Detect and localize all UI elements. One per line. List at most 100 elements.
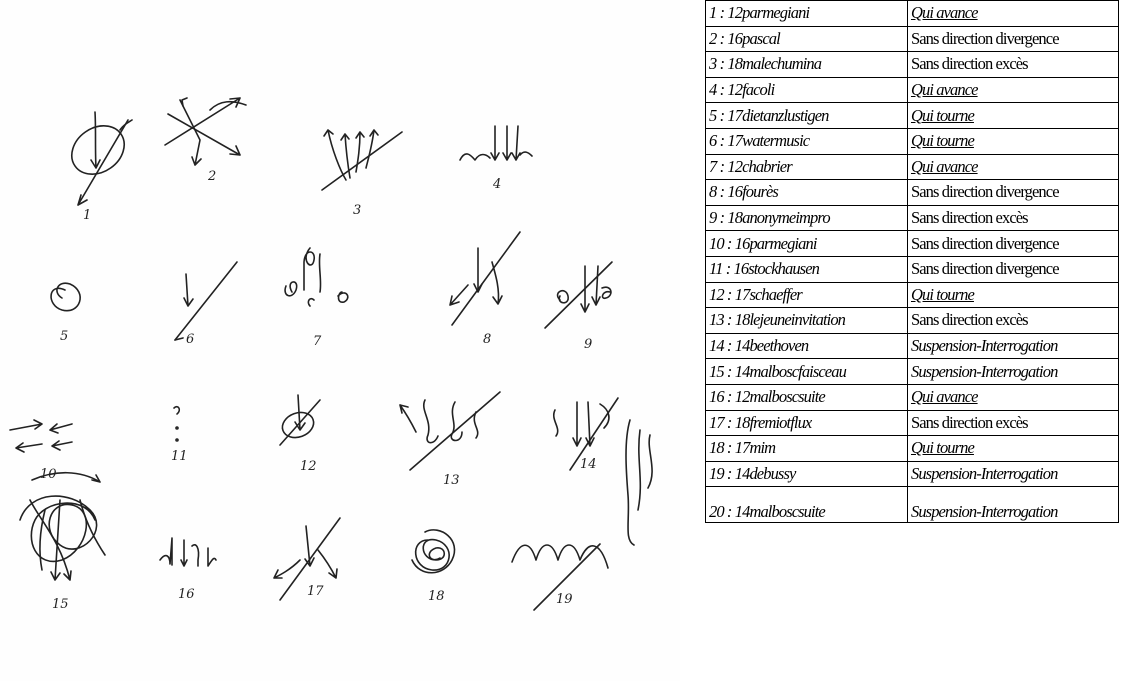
sketch-label: 8 [483, 332, 491, 347]
row-id-cell: 7 : 12chabrier [706, 154, 908, 180]
sketch-label: 1 [83, 208, 91, 223]
row-id-cell: 3 : 18malechumina [706, 52, 908, 78]
row-category-cell: Qui tourne [907, 103, 1118, 129]
row-id-cell: 18 : 17mim [706, 436, 908, 462]
row-id-cell: 5 : 17dietanzlustigen [706, 103, 908, 129]
row-id-cell: 17 : 18fremiotflux [706, 410, 908, 436]
sketch-label: 3 [353, 203, 361, 218]
sketch-label: 14 [580, 457, 597, 472]
row-category-cell: Suspension-Interrogation [907, 333, 1118, 359]
row-category-cell: Suspension-Interrogation [907, 487, 1118, 523]
row-id-cell: 20 : 14malboscsuite [706, 487, 908, 523]
sketch-16: 16 [160, 538, 216, 602]
sketch-label: 16 [178, 587, 195, 602]
sketch-2: 2 [165, 98, 246, 184]
row-id-cell: 16 : 12malboscsuite [706, 384, 908, 410]
sketch-label: 13 [443, 473, 460, 488]
sketch-label: 4 [492, 177, 501, 192]
sketch-label: 5 [60, 329, 68, 344]
row-category-cell: Qui avance [907, 384, 1118, 410]
row-id-cell: 19 : 14debussy [706, 461, 908, 487]
sketch-19: 19 [512, 544, 608, 610]
row-id-cell: 8 : 16fourès [706, 180, 908, 206]
sketch-6: 6 [175, 262, 237, 347]
row-id-cell: 13 : 18lejeuneinvitation [706, 308, 908, 334]
sketch-label: 18 [428, 589, 445, 604]
row-id-cell: 1 : 12parmegiani [706, 1, 908, 27]
row-category-cell: Sans direction excès [907, 410, 1118, 436]
row-category-cell: Qui avance [907, 77, 1118, 103]
hand-drawn-sketches: 1 2 3 4 [0, 0, 680, 681]
sketch-3: 3 [322, 130, 402, 218]
sketch-15: 15 [20, 473, 105, 612]
row-category-cell: Sans direction divergence [907, 231, 1118, 257]
row-category-cell: Sans direction divergence [907, 26, 1118, 52]
sketch-label: 12 [300, 459, 317, 474]
sketch-9: 9 [545, 262, 612, 352]
row-id-cell: 4 : 12facoli [706, 77, 908, 103]
sketch-label: 11 [171, 449, 188, 464]
row-id-cell: 2 : 16pascal [706, 26, 908, 52]
sketch-label: 7 [313, 334, 322, 349]
signature-scrawl [626, 420, 652, 545]
sketch-13: 13 [400, 392, 500, 488]
sketch-4: 4 [460, 126, 532, 192]
row-category-cell: Sans direction excès [907, 308, 1118, 334]
sketch-1: 1 [62, 112, 133, 223]
row-category-cell: Sans direction divergence [907, 256, 1118, 282]
sketch-5: 5 [51, 283, 80, 344]
row-category-cell: Suspension-Interrogation [907, 461, 1118, 487]
row-category-cell: Qui avance [907, 1, 1118, 27]
row-category-cell: Qui avance [907, 154, 1118, 180]
row-id-cell: 15 : 14malboscfaisceau [706, 359, 908, 385]
sketch-7: 7 [285, 248, 348, 349]
sketch-17: 17 [274, 518, 340, 600]
row-category-cell: Suspension-Interrogation [907, 359, 1118, 385]
row-id-cell: 9 : 18anonymeimpro [706, 205, 908, 231]
sketch-18: 18 [412, 530, 455, 604]
sketch-label: 17 [307, 584, 324, 599]
sketch-label: 6 [186, 332, 194, 347]
sketch-12: 12 [279, 395, 320, 474]
sketch-11: 11 [171, 407, 188, 464]
sketch-label: 9 [584, 337, 592, 352]
row-category-cell: Qui tourne [907, 282, 1118, 308]
row-id-cell: 11 : 16stockhausen [706, 256, 908, 282]
row-id-cell: 10 : 16parmegiani [706, 231, 908, 257]
row-category-cell: Sans direction excès [907, 205, 1118, 231]
sketch-8: 8 [450, 232, 520, 347]
sketch-label: 15 [52, 597, 69, 612]
sketch-14: 14 [554, 398, 618, 472]
sketch-label: 19 [556, 592, 573, 607]
row-category-cell: Qui tourne [907, 128, 1118, 154]
row-id-cell: 14 : 14beethoven [706, 333, 908, 359]
row-category-cell: Sans direction excès [907, 52, 1118, 78]
sketch-label: 2 [207, 169, 216, 184]
sketch-panel: 1 2 3 4 [0, 0, 680, 681]
row-id-cell: 6 : 17watermusic [706, 128, 908, 154]
row-category-cell: Qui tourne [907, 436, 1118, 462]
